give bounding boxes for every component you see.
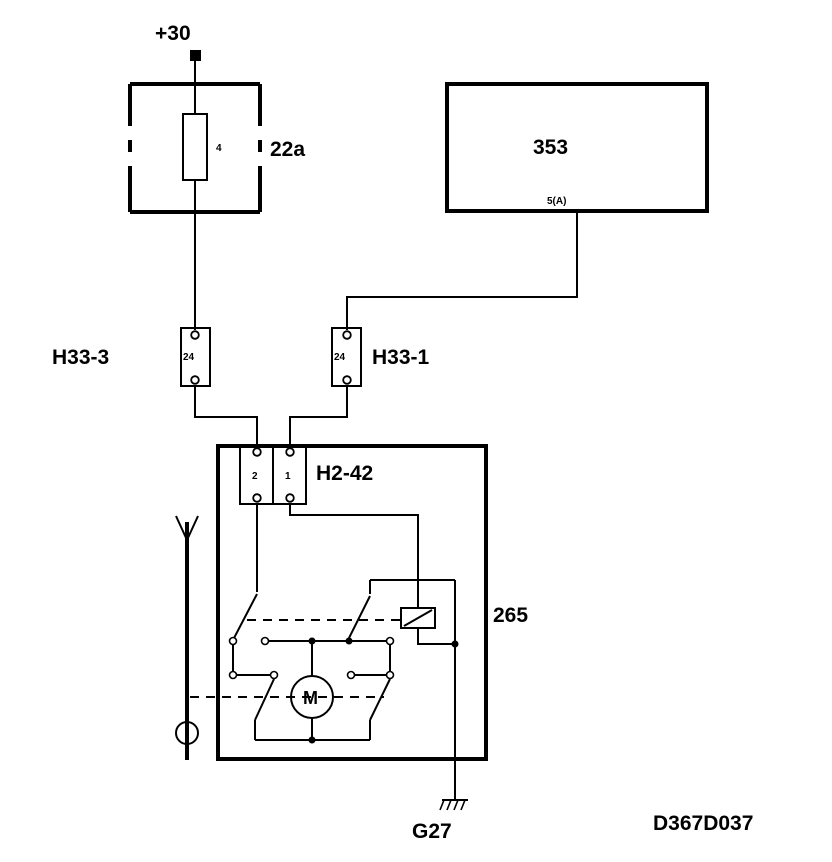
motor-unit-internal-wiring: M: [228, 504, 459, 800]
drawing-code: D367D037: [653, 812, 753, 835]
motor-unit-265: [216, 444, 488, 761]
connector-h2-42-pin-1: 1: [285, 471, 291, 482]
control-unit-pin: 5(A): [547, 196, 566, 207]
supply-label: +30: [155, 22, 191, 45]
connector-h33-1-pin: 24: [334, 352, 346, 363]
ground-icon: [439, 799, 468, 811]
motor-unit-label: 265: [493, 604, 528, 627]
connector-h33-3-label: H33-3: [52, 346, 109, 369]
fuse-icon: [182, 113, 208, 181]
ground-label: G27: [412, 820, 452, 843]
antenna-icon: [175, 515, 199, 760]
ground-junction: [451, 640, 459, 648]
relay-coil-icon: [400, 607, 436, 629]
connector-h33-3-pin: 24: [183, 352, 195, 363]
connector-h2-42-pin-2: 2: [252, 471, 258, 482]
fuse-box-label: 22a: [270, 138, 305, 161]
connector-h33-1-label: H33-1: [372, 346, 430, 369]
supply-terminal: [190, 50, 201, 61]
control-unit-label: 353: [533, 136, 568, 159]
connector-h2-42-label: H2-42: [316, 462, 373, 485]
connector-h2-42: [239, 445, 307, 505]
fuse-number: 4: [216, 143, 222, 154]
control-unit-353: [445, 82, 709, 213]
